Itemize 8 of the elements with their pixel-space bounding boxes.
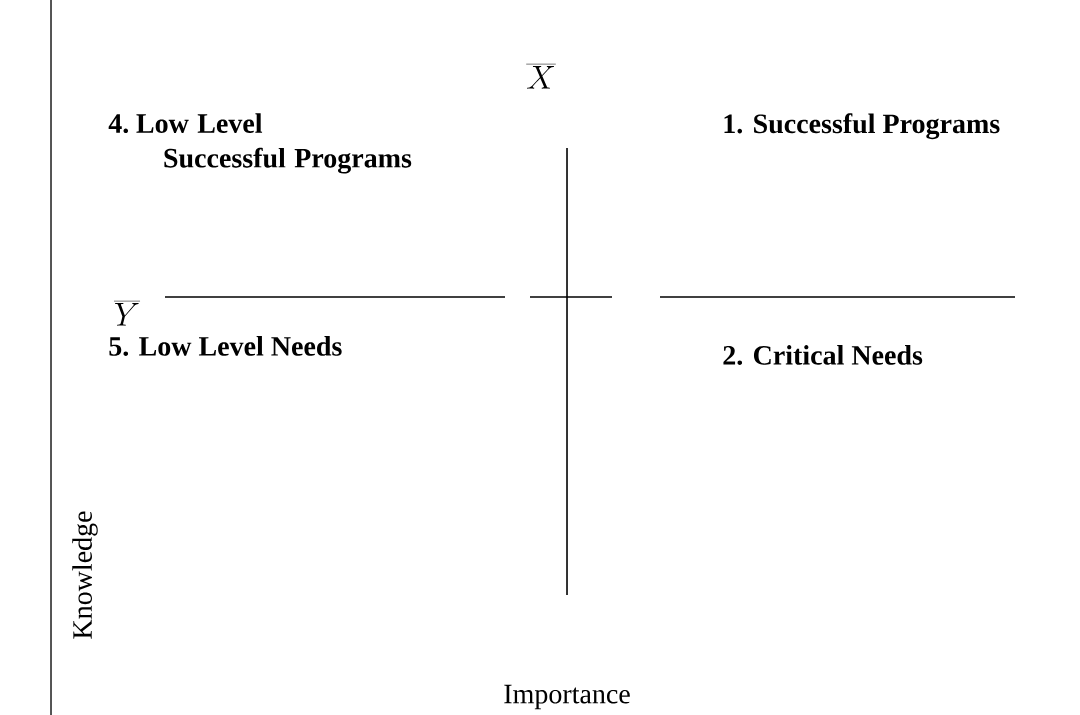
quadrant-label: 4. Low Level Successful Programs bbox=[108, 113, 412, 174]
axis-symbol: $\overline{X}$ bbox=[526, 64, 556, 89]
quadrant-label: 2. Critical Needs bbox=[723, 345, 923, 365]
quadrant-label: 1. Successful Programs bbox=[724, 113, 1000, 140]
axis-symbol: $\overline{Y}$ bbox=[113, 301, 141, 326]
axis-label: Knowledge bbox=[72, 511, 98, 639]
quadrant-label: 5. Low Level Needs bbox=[109, 336, 342, 356]
axis-label: Importance bbox=[504, 684, 630, 710]
